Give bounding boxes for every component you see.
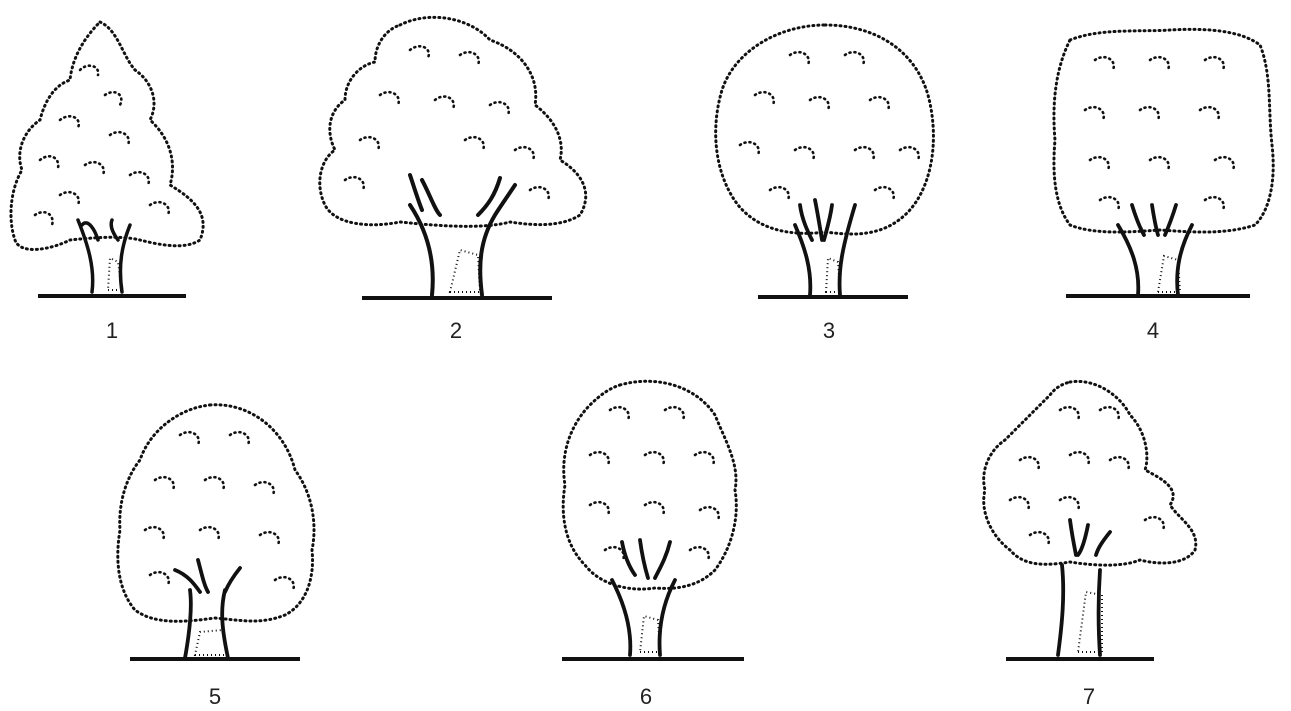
tree-5-canopy — [116, 403, 316, 623]
tree-5-trunk-shade — [193, 628, 230, 656]
tree-2-canopy — [318, 15, 588, 228]
tree-5-leaf-curls — [143, 430, 296, 592]
tree-1-drawing — [9, 20, 205, 298]
tree-2-trunk-shade — [448, 248, 482, 293]
tree-6-trunk-shade — [638, 614, 662, 653]
tree-4-trunk — [1116, 203, 1194, 297]
tree-1-canopy — [9, 20, 205, 251]
tree-3-trunk — [793, 198, 857, 297]
tree-6-canopy — [561, 379, 738, 591]
tree-2-trunk — [408, 173, 517, 297]
tree-4-trunk-shade — [1156, 254, 1182, 293]
tree-1-label: 1 — [105, 318, 119, 343]
tree-3-label: 3 — [822, 318, 836, 343]
tree-4-drawing — [1052, 27, 1275, 298]
tree-1-trunk — [76, 218, 132, 294]
tree-2-drawing — [318, 15, 588, 300]
tree-7-drawing — [982, 379, 1198, 661]
tree-5-label: 5 — [208, 684, 222, 709]
tree-7-trunk-shade — [1076, 590, 1103, 653]
tree-2-label: 2 — [449, 318, 463, 343]
tree-4-leaf-curls — [1083, 55, 1236, 212]
tree-7-trunk — [1056, 518, 1112, 657]
tree-3-drawing — [714, 23, 935, 299]
tree-5-drawing — [116, 403, 316, 661]
tree-7-canopy — [982, 379, 1198, 567]
tree-6-label: 6 — [639, 684, 653, 709]
tree-1-leaf-curls — [33, 64, 171, 227]
tree-4-canopy — [1052, 27, 1275, 234]
tree-7-leaf-curls — [1008, 405, 1166, 547]
tree-5-trunk — [173, 558, 242, 660]
tree-6-trunk — [610, 538, 677, 657]
tree-3-trunk-shade — [824, 256, 842, 293]
tree-3-canopy — [714, 23, 935, 236]
tree-2-leaf-curls — [343, 45, 551, 202]
tree-7-label: 7 — [1082, 684, 1096, 709]
tree-6-leaf-curls — [588, 405, 721, 562]
tree-6-drawing — [561, 379, 744, 661]
tree-4-label: 4 — [1146, 318, 1160, 343]
tree-3-leaf-curls — [738, 50, 921, 202]
